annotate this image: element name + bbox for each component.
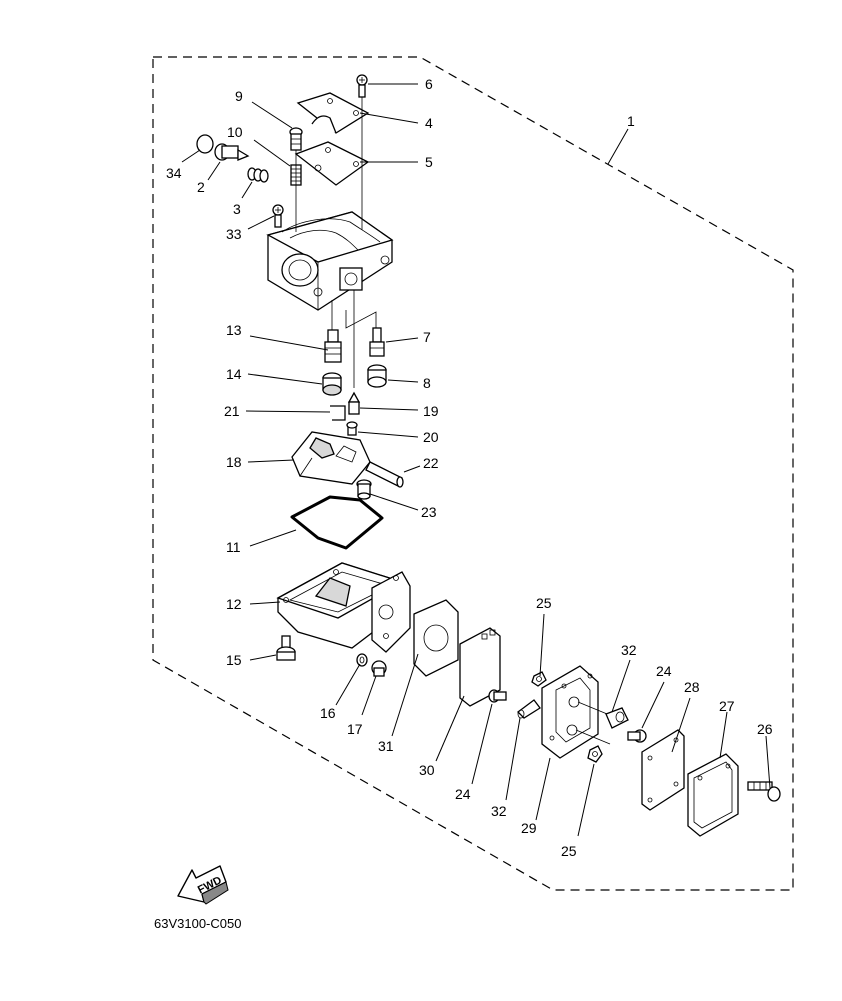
- assembly-boundary: [152, 56, 794, 891]
- callout-12: 12: [226, 596, 242, 612]
- part-screw-24b: [627, 729, 647, 743]
- callout-21: 21: [224, 403, 240, 419]
- callout-24-left: 24: [455, 786, 471, 802]
- part-screw-24a: [488, 689, 507, 703]
- part-pilot-screw-2: [214, 143, 250, 161]
- callout-34: 34: [166, 165, 182, 181]
- callout-30: 30: [419, 762, 435, 778]
- fwd-arrow-icon: FWD: [177, 865, 229, 905]
- callout-16: 16: [320, 705, 336, 721]
- callout-19: 19: [423, 403, 439, 419]
- part-screw-23: [356, 479, 372, 500]
- part-cover-4: [296, 92, 370, 134]
- callout-31: 31: [378, 738, 394, 754]
- part-pump-body-29: [541, 665, 613, 759]
- callout-8: 8: [423, 375, 431, 391]
- callout-6: 6: [425, 76, 433, 92]
- part-washer-16: [356, 653, 368, 667]
- part-nut-25a: [531, 671, 547, 687]
- part-jet-7: [369, 327, 385, 357]
- callout-24-right: 24: [656, 663, 672, 679]
- callout-9: 9: [235, 88, 243, 104]
- part-carburetor-body: [266, 211, 394, 311]
- part-clip-21: [330, 405, 346, 421]
- part-drain-screw-17: [371, 660, 387, 677]
- callout-5: 5: [425, 154, 433, 170]
- callout-4: 4: [425, 115, 433, 131]
- callout-10: 10: [227, 124, 243, 140]
- leader-lines: [181, 83, 771, 837]
- part-float-chamber-12: [276, 562, 411, 653]
- callout-labels: 1 2 3 4 5 6 7 8 9 10 11 12 13 14 15 16 1…: [166, 76, 773, 859]
- callout-20: 20: [423, 429, 439, 445]
- callout-18: 18: [226, 454, 242, 470]
- part-jet-14: [322, 372, 342, 396]
- part-diaphragm-30: [459, 627, 501, 707]
- callout-33: 33: [226, 226, 242, 242]
- part-spring-3: [247, 167, 269, 183]
- callout-7: 7: [423, 329, 431, 345]
- part-screw-6: [356, 74, 368, 98]
- callout-27: 27: [719, 698, 735, 714]
- callout-14: 14: [226, 366, 242, 382]
- part-jet-9: [289, 127, 303, 151]
- part-needle-valve-19: [347, 391, 361, 415]
- callout-2: 2: [197, 179, 205, 195]
- part-pin-22: [365, 461, 404, 488]
- part-cover-27: [687, 753, 739, 837]
- part-screw-26: [747, 781, 781, 802]
- callout-32-bottom: 32: [491, 803, 507, 819]
- part-screw-33: [272, 204, 284, 228]
- callout-26: 26: [757, 721, 773, 737]
- part-check-valve-32a: [517, 699, 541, 719]
- part-nut-25b: [587, 745, 603, 763]
- part-screw-20: [346, 421, 358, 436]
- callout-28: 28: [684, 679, 700, 695]
- callout-23: 23: [421, 504, 437, 520]
- callout-25-top: 25: [536, 595, 552, 611]
- part-gasket-11: [290, 495, 384, 550]
- callout-29: 29: [521, 820, 537, 836]
- callout-3: 3: [233, 201, 241, 217]
- callout-17: 17: [347, 721, 363, 737]
- part-screw-15: [276, 635, 296, 661]
- callout-1: 1: [627, 113, 635, 129]
- part-nozzle-13: [324, 329, 342, 363]
- catalog-code: 63V3100-C050: [154, 916, 241, 931]
- callout-22: 22: [423, 455, 439, 471]
- part-float-18: [291, 431, 371, 485]
- callout-15: 15: [226, 652, 242, 668]
- callout-25-bottom: 25: [561, 843, 577, 859]
- part-gasket-31: [413, 599, 459, 677]
- part-gasket-5: [294, 141, 370, 186]
- callout-11: 11: [226, 539, 241, 555]
- part-plug-8: [367, 364, 387, 388]
- part-gasket-28: [641, 729, 685, 811]
- part-check-valve-32b: [605, 707, 629, 729]
- part-plug-34: [196, 134, 214, 154]
- assembly-guide-lines: [295, 97, 377, 388]
- callout-13: 13: [226, 322, 242, 338]
- callout-32-left: 32: [621, 642, 637, 658]
